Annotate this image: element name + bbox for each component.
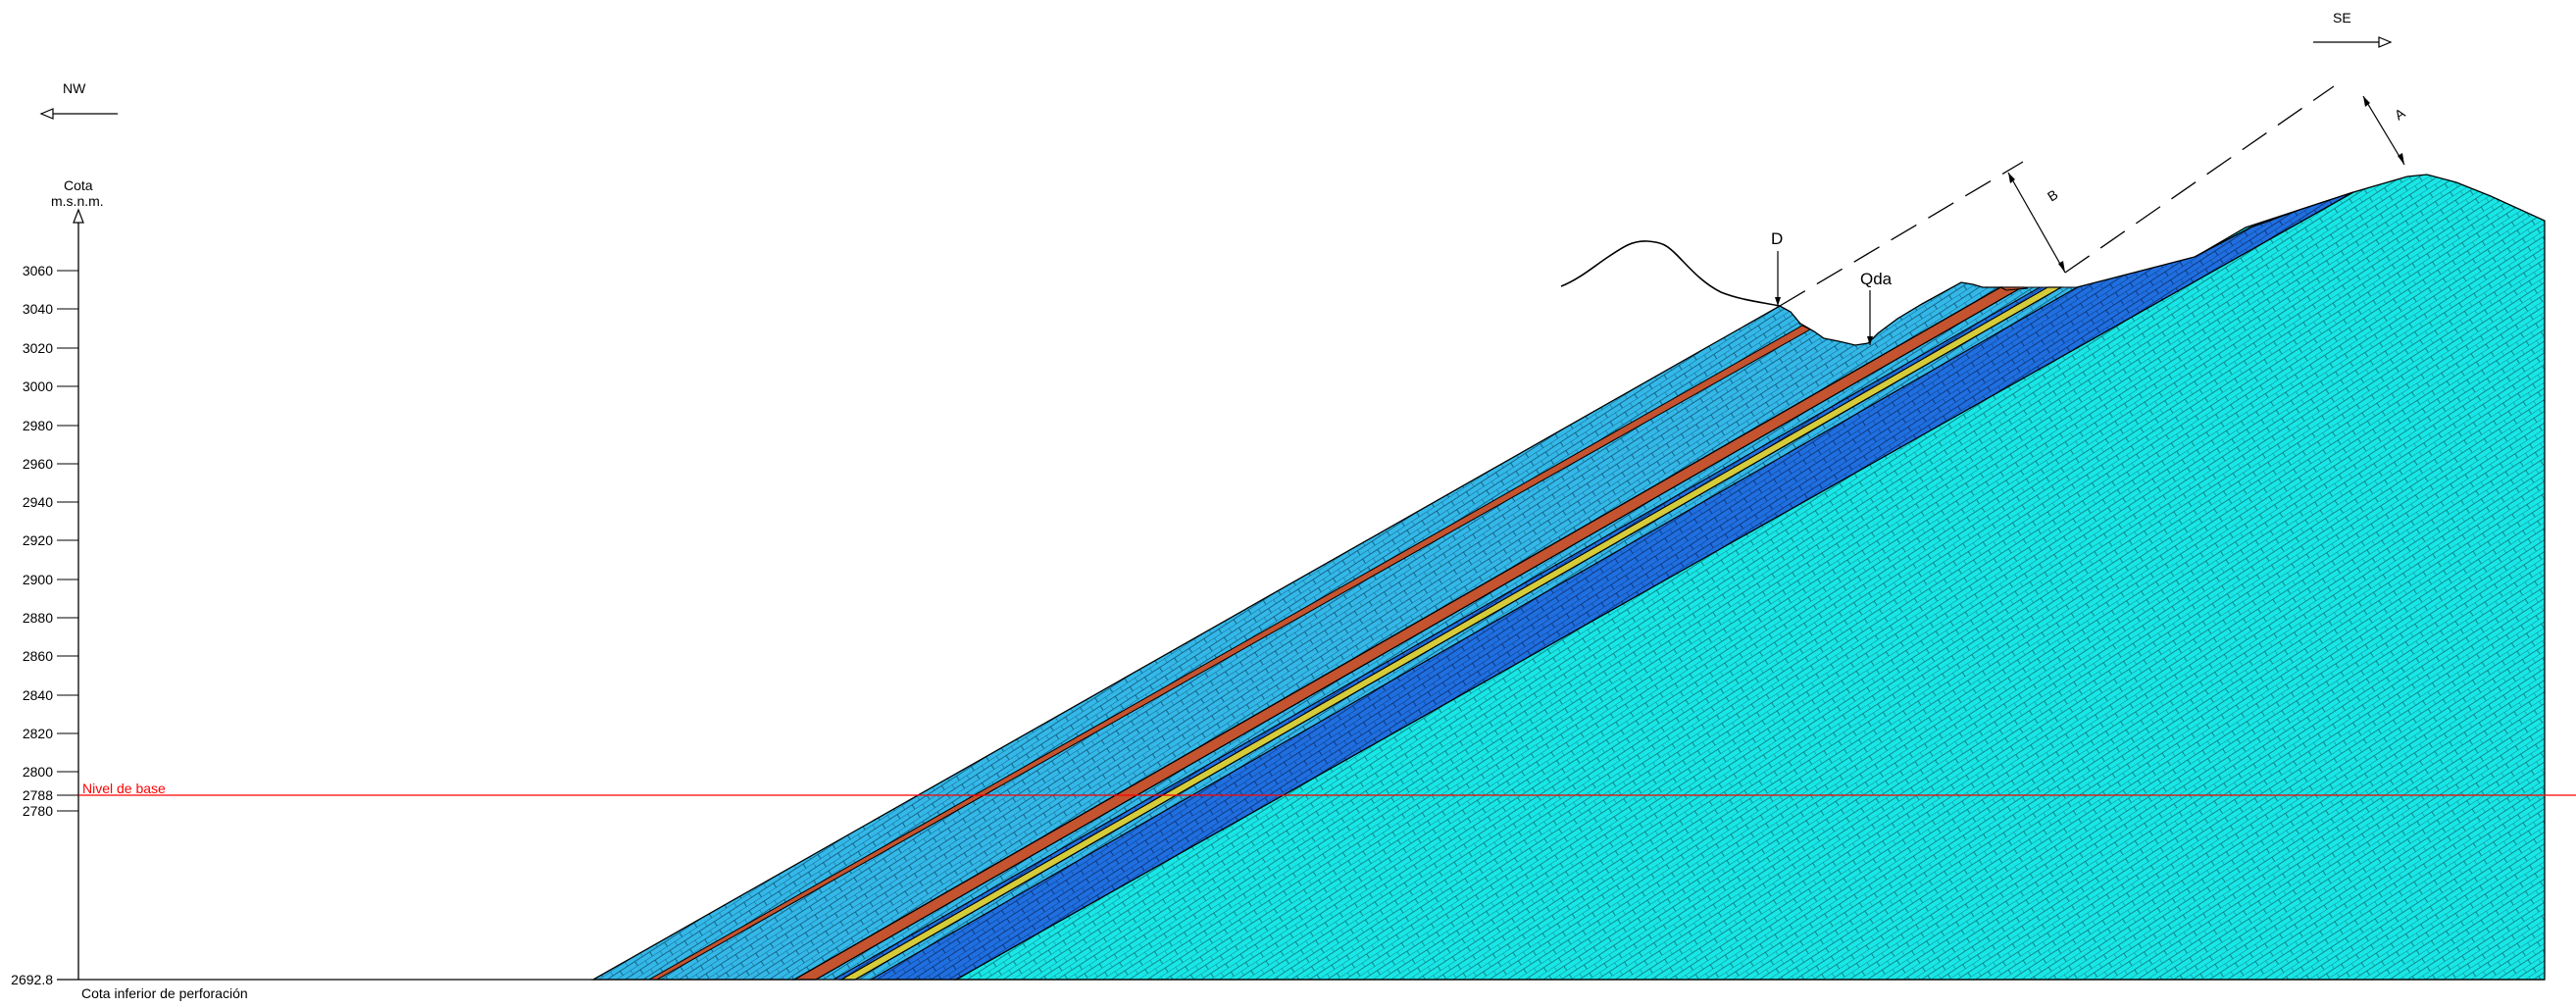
base-level-label: Nivel de base xyxy=(82,781,166,796)
upper-right-red-stringer xyxy=(1999,286,2029,291)
se-label: SE xyxy=(2333,10,2351,25)
tick-2980: 2980 xyxy=(23,418,53,433)
bottom-caption: Cota inferior de perforación xyxy=(81,985,248,1001)
dimension-a-head-top xyxy=(2363,96,2370,107)
west-arrow-icon xyxy=(39,108,54,120)
tick-2788: 2788 xyxy=(23,787,53,803)
dimension-b-head-top xyxy=(2008,173,2015,183)
tick-3020: 3020 xyxy=(23,340,53,356)
label-d: D xyxy=(1771,229,1783,248)
tick-3000: 3000 xyxy=(23,378,53,394)
south-east-indicator: SE xyxy=(2313,10,2393,48)
dimension-a-head-bottom xyxy=(2398,153,2404,165)
tick-2880: 2880 xyxy=(23,610,53,626)
light-limestone-upper xyxy=(590,281,2003,981)
tick-2780: 2780 xyxy=(23,803,53,819)
dimension-b-line xyxy=(2007,172,2066,274)
tick-2692-8: 2692.8 xyxy=(11,972,53,987)
axis-arrow-icon xyxy=(73,208,84,224)
tick-2960: 2960 xyxy=(23,456,53,472)
dashed-guide-lower xyxy=(2064,85,2335,274)
tick-2920: 2920 xyxy=(23,532,53,548)
tick-3040: 3040 xyxy=(23,301,53,317)
tick-2840: 2840 xyxy=(23,687,53,703)
label-a: A xyxy=(2392,105,2408,124)
label-b: B xyxy=(2045,186,2061,205)
dashed-guide-upper xyxy=(1779,161,2024,307)
axis-title-line1: Cota xyxy=(64,177,93,193)
cyan-limestone-unit xyxy=(953,174,2546,981)
tick-2940: 2940 xyxy=(23,494,53,510)
elevation-ticks: 3060 3040 3020 3000 2980 2960 2940 2920 … xyxy=(11,263,78,987)
marker-d-arrowhead xyxy=(1775,297,1781,306)
axis-title-line2: m.s.n.m. xyxy=(51,193,104,209)
east-arrow-icon xyxy=(2378,36,2393,48)
dimension-a-line xyxy=(2362,95,2405,166)
topographic-profile xyxy=(1560,240,1781,307)
tick-2820: 2820 xyxy=(23,726,53,741)
dark-limestone-band xyxy=(868,191,2354,981)
marker-qda-arrowhead xyxy=(1867,336,1873,345)
tick-2800: 2800 xyxy=(23,764,53,780)
dimension-b-head-bottom xyxy=(2058,261,2065,273)
north-west-indicator: NW xyxy=(39,80,118,120)
tick-2860: 2860 xyxy=(23,648,53,664)
tick-3060: 3060 xyxy=(23,263,53,278)
tick-2900: 2900 xyxy=(23,572,53,587)
nw-label: NW xyxy=(63,80,86,96)
label-qda: Qda xyxy=(1860,270,1893,288)
